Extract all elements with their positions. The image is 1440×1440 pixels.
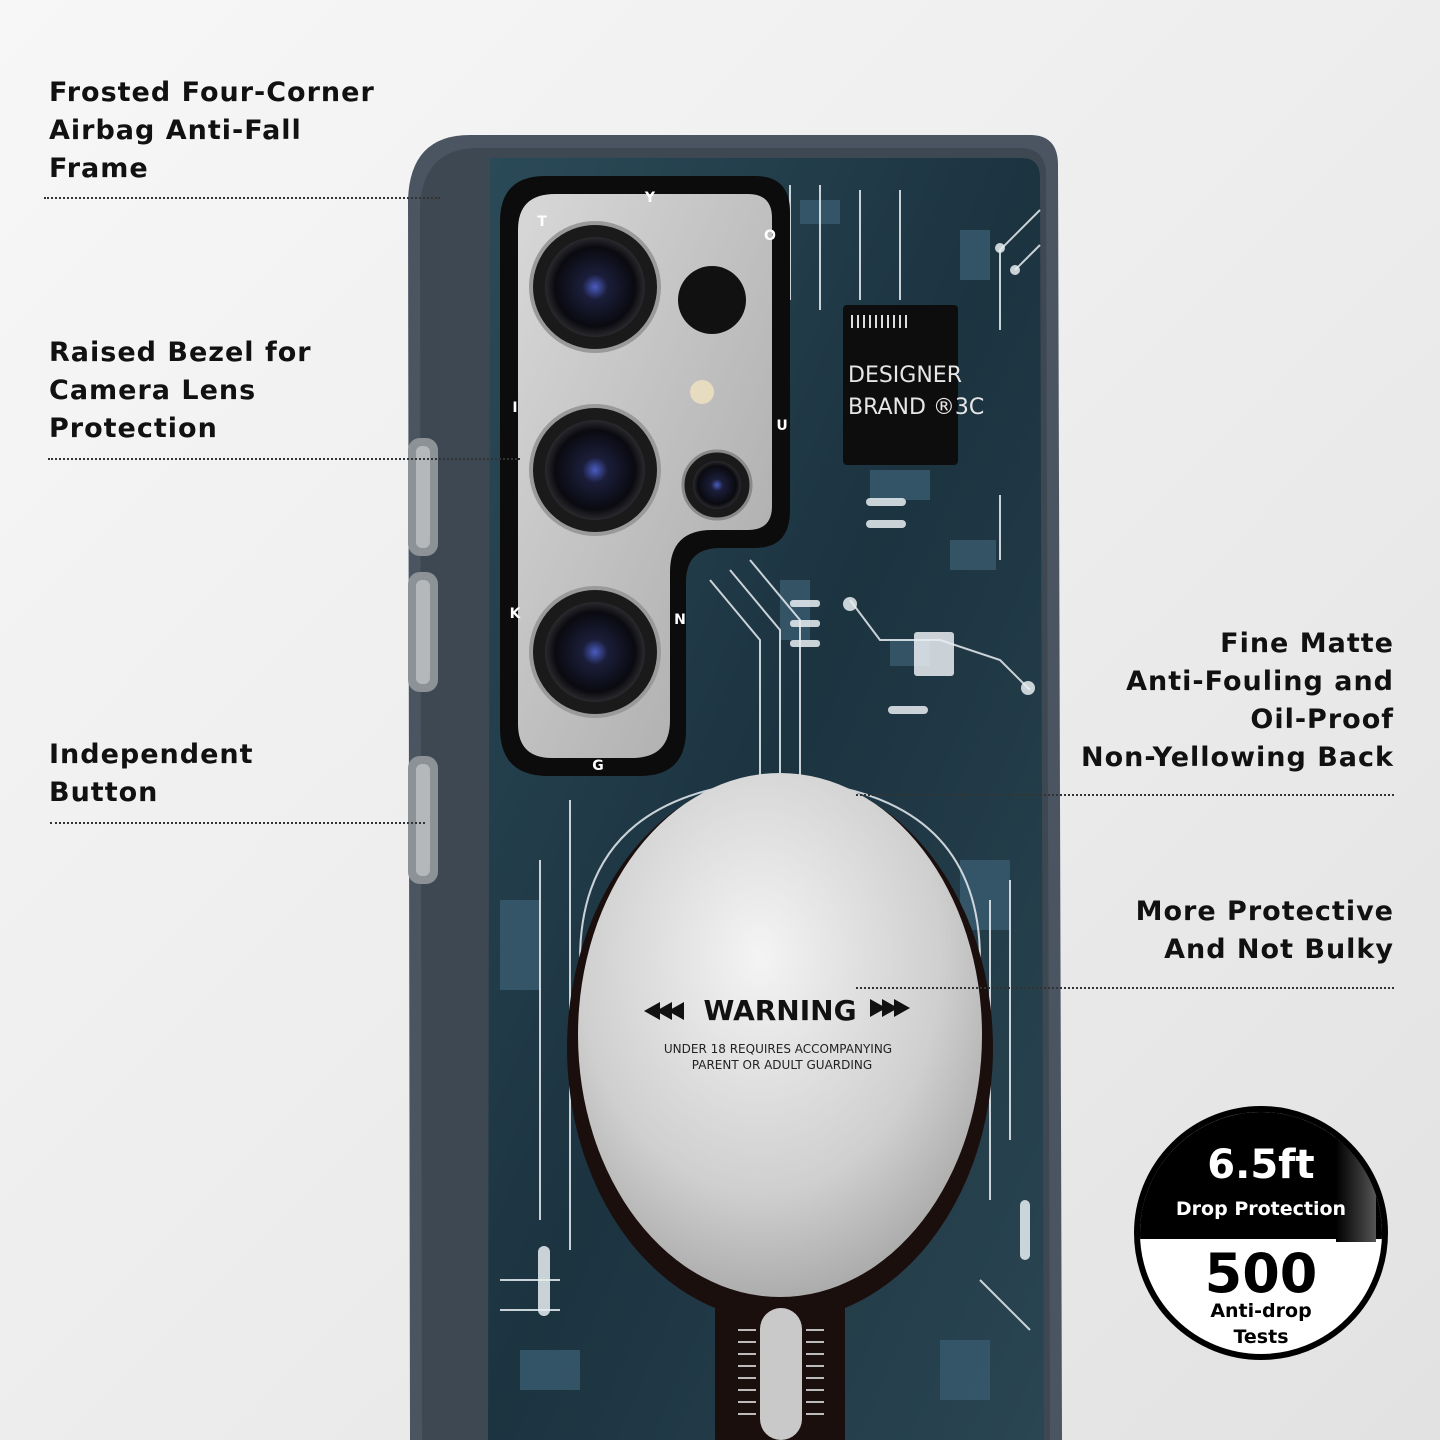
feature-line: Frame [49, 153, 149, 184]
warning-title: WARNING [703, 994, 856, 1027]
callout-leader-airbag [44, 197, 440, 199]
feature-line: Camera Lens [49, 375, 257, 406]
bezel-letter-k: K [510, 606, 522, 622]
warning-text-line2: PARENT OR ADULT GUARDING [692, 1058, 872, 1072]
bezel-letter-n: N [674, 612, 686, 628]
mirror-disc [578, 773, 982, 1297]
feature-line: Button [49, 777, 159, 808]
feature-line: Non-Yellowing Back [1081, 742, 1394, 773]
feature-airbag-frame: Frosted Four-Corner Airbag Anti-Fall Fra… [49, 74, 375, 188]
feature-line: And Not Bulky [1164, 934, 1394, 965]
feature-independent-button: Independent Button [49, 736, 254, 812]
drop-height: 6.5ft [1207, 1142, 1315, 1188]
callout-leader-bezel [48, 458, 520, 460]
bezel-letter-o: O [764, 228, 776, 244]
feature-protective: More Protective And Not Bulky [1136, 893, 1394, 969]
tests-count: 500 [1204, 1242, 1318, 1305]
bezel-letter-g: G [592, 758, 604, 774]
tests-label-line1: Anti-drop [1210, 1300, 1312, 1322]
bezel-letter-i: I [512, 400, 517, 416]
feature-line: More Protective [1135, 896, 1394, 927]
feature-line: Anti-Fouling and [1126, 666, 1394, 697]
feature-matte-back: Fine Matte Anti-Fouling and Oil-Proof No… [1081, 625, 1394, 777]
drop-label: Drop Protection [1175, 1198, 1347, 1220]
feature-line: Protection [49, 413, 218, 444]
tests-label-line2: Tests [1233, 1326, 1289, 1348]
callout-leader-protective [856, 987, 1394, 989]
camera-lenses [529, 221, 753, 718]
feature-line: Frosted Four-Corner [49, 77, 375, 108]
feature-line: Fine Matte [1220, 628, 1394, 659]
feature-line: Raised Bezel for [49, 337, 312, 368]
callout-leader-matte [856, 794, 1394, 796]
feature-line: Airbag Anti-Fall [49, 115, 302, 146]
chip-label-line2: BRAND ®3C [848, 395, 984, 420]
drop-protection-badge: 6.5ft Drop Protection 500 Anti-drop Test… [1134, 1106, 1388, 1360]
feature-line: Independent [49, 739, 254, 770]
bezel-letter-u: U [776, 418, 787, 434]
chip-label-line1: DESIGNER [848, 363, 962, 388]
bezel-letter-t: T [537, 214, 547, 230]
bezel-letter-y: Y [644, 190, 656, 206]
callout-leader-button [50, 822, 425, 824]
feature-line: Oil-Proof [1250, 704, 1394, 735]
warning-text-line1: UNDER 18 REQUIRES ACCOMPANYING [664, 1042, 892, 1056]
feature-raised-bezel: Raised Bezel for Camera Lens Protection [49, 334, 312, 448]
brand-chip [843, 305, 958, 465]
tests-label: Anti-drop Tests [1140, 1298, 1382, 1350]
